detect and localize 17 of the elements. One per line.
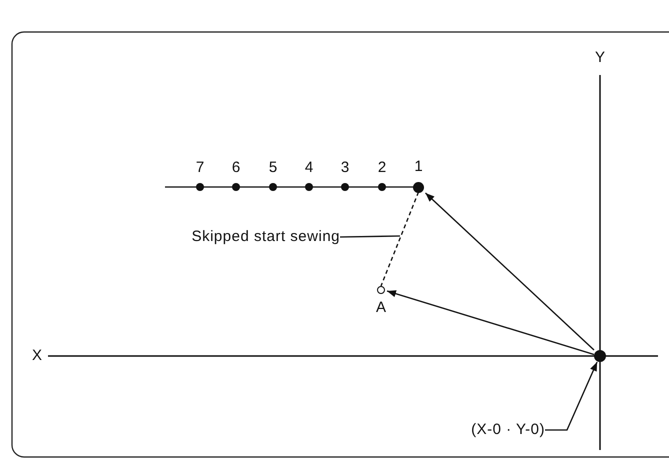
- axis-label: X: [32, 347, 42, 365]
- axis-label: Y: [595, 49, 605, 67]
- point-number: 3: [340, 159, 350, 177]
- callout-text: Skipped start sewing: [192, 228, 340, 246]
- point-number: 4: [304, 159, 314, 177]
- origin-point: [594, 350, 606, 362]
- callout-text: (X-0 · Y-0): [471, 421, 545, 439]
- arrow: [425, 192, 594, 350]
- point-label: A: [374, 299, 387, 317]
- point-number: 2: [378, 159, 386, 177]
- point-number: 6: [232, 159, 240, 177]
- point-number: 5: [268, 159, 278, 177]
- arrow: [386, 290, 594, 356]
- point-number: 7: [196, 159, 204, 177]
- leader-line: [340, 235, 400, 238]
- point-number: 1: [413, 158, 424, 176]
- leader-line: [545, 362, 598, 431]
